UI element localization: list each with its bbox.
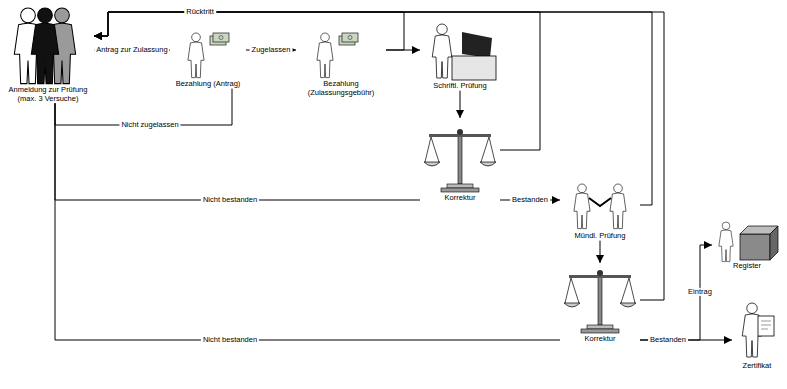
desk: [452, 56, 496, 80]
flow-connector: [55, 103, 420, 200]
edge-label: Nicht zugelassen: [119, 121, 180, 129]
process-step: Korrektur: [560, 263, 640, 344]
certificate-sheet: [758, 316, 774, 336]
money-bills: [339, 33, 358, 45]
process-step: Zertifikat: [732, 300, 782, 371]
edge-label: Bestanden: [510, 196, 550, 204]
edge-label: Nicht bestanden: [201, 336, 259, 344]
flow-connector: [94, 12, 404, 50]
handshake: [589, 198, 611, 206]
step-caption: Zertifikat: [732, 362, 782, 371]
step-caption: Korrektur: [420, 194, 500, 203]
step-caption: Korrektur: [560, 335, 640, 344]
flow-connector: [94, 12, 664, 300]
edge-label: Antrag zur Zulassung: [94, 46, 169, 54]
step-caption: Mündl. Prüfung: [560, 232, 640, 241]
balance-scale: [564, 270, 636, 333]
edge-label: Zugelassen: [250, 46, 293, 54]
person-figure: [432, 24, 452, 78]
process-step: Bezahlung (Zulassungsgebühr): [296, 30, 386, 97]
flow-connector: [460, 91, 461, 118]
process-step: Anmeldung zur Prüfung (max. 3 Versuche): [2, 4, 94, 103]
box-side: [770, 226, 778, 260]
person-figure: [574, 184, 590, 229]
process-step: Korrektur: [420, 118, 500, 203]
flow-connector: [94, 12, 652, 205]
edge-label: Rücktritt: [184, 8, 216, 16]
certificate-lines: [761, 321, 771, 329]
person-figure: [719, 222, 733, 262]
money-bills: [210, 33, 229, 45]
process-step: Bezahlung (Antrag): [170, 30, 246, 89]
process-step: Mündl. Prüfung: [560, 180, 640, 241]
flow-connector: [55, 89, 232, 125]
edge-label: Bestanden: [648, 336, 688, 344]
process-step: Schriftl. Prüfung: [420, 20, 500, 91]
step-caption: Schriftl. Prüfung: [420, 82, 500, 91]
person-figure: [317, 33, 333, 78]
flow-connector: [94, 12, 540, 150]
step-caption: Bezahlung (Antrag): [170, 80, 246, 89]
person-figure: [31, 8, 58, 84]
person-figure: [188, 33, 204, 78]
box-front: [740, 234, 770, 260]
flow-connector: [600, 241, 601, 263]
step-caption: Register: [712, 262, 782, 271]
step-caption: Anmeldung zur Prüfung (max. 3 Versuche): [2, 86, 94, 103]
person-figure: [610, 184, 626, 229]
edge-label: Nicht bestanden: [201, 196, 259, 204]
monitor: [462, 32, 492, 58]
flow-connector: [55, 103, 560, 340]
edge-label: Eintrag: [686, 288, 714, 296]
balance-scale: [424, 129, 496, 192]
step-caption: Bezahlung (Zulassungsgebühr): [296, 80, 386, 97]
process-step: Register: [712, 218, 782, 271]
